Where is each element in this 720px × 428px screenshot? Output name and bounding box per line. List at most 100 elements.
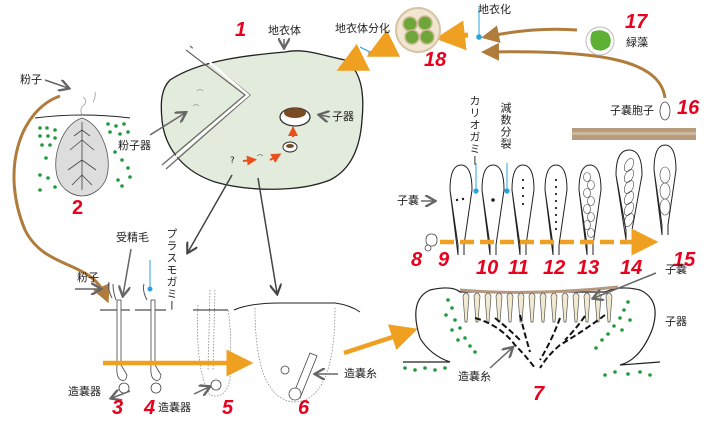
pycnidium-mark	[196, 89, 204, 92]
green-dot	[44, 156, 48, 160]
developing-spore	[587, 196, 595, 206]
label-conidium-left: 粉子	[77, 271, 99, 284]
photobiont-dots	[38, 122, 132, 192]
green-dot	[413, 368, 417, 372]
green-dot	[450, 306, 454, 310]
green-dot	[450, 328, 454, 332]
green-alga	[585, 26, 615, 56]
mature-ascospore	[659, 198, 671, 216]
label-conidium-top: 粉子	[20, 73, 42, 86]
ascus-in-hymenium	[583, 292, 591, 323]
label-ascogonium-5: 造嚢器	[158, 401, 191, 414]
stage-number-17: 17	[625, 11, 648, 33]
green-dot	[458, 326, 462, 330]
plasmogamy-pointer	[188, 174, 233, 252]
ascospore-in-ascus	[624, 180, 634, 194]
development-pointer	[257, 177, 277, 293]
label-plasmogamy: プラスモガミー	[165, 228, 178, 312]
ascus-in-hymenium	[517, 292, 525, 323]
ascogonium-5	[197, 289, 232, 397]
stage-number-11: 11	[508, 257, 529, 279]
ascus-in-hymenium	[462, 292, 470, 323]
green-dot	[606, 332, 610, 336]
nucleus	[554, 213, 558, 217]
green-dot	[40, 143, 44, 147]
trichogyne-pointer	[123, 248, 132, 295]
ascus-in-hymenium	[561, 292, 569, 323]
nucleus	[521, 194, 525, 198]
ascus-outline	[578, 164, 602, 256]
green-dot	[122, 122, 126, 126]
nucleus	[521, 202, 525, 206]
label-pycnidium: 粉子器	[118, 139, 151, 152]
differentiation-marker	[368, 51, 374, 57]
stage-number-5: 5	[222, 397, 234, 419]
green-dot	[53, 128, 57, 132]
green-dot	[120, 158, 124, 162]
ascus-7-pointer	[594, 272, 657, 298]
green-dot	[603, 373, 607, 377]
green-dot	[38, 188, 42, 192]
green-dot	[473, 350, 477, 354]
green-dot	[126, 166, 130, 170]
lichenization-orange-arrow	[435, 20, 469, 51]
stage-number-13: 13	[577, 257, 600, 279]
developing-spore	[587, 212, 595, 222]
apothecium-pointer	[320, 115, 331, 117]
label-question-mark: ?	[230, 156, 235, 166]
ascus-stage	[544, 164, 568, 256]
pycnidium-pointer	[149, 113, 185, 136]
stage-number-4: 4	[144, 397, 156, 419]
green-dot	[628, 318, 632, 322]
developing-spore	[583, 220, 591, 230]
development-arrow	[242, 155, 257, 166]
stage-number-6: 6	[298, 397, 310, 419]
developing-spore	[587, 228, 595, 238]
nucleus	[554, 206, 558, 210]
conidium-pointer	[44, 79, 68, 88]
green-dot	[443, 366, 447, 370]
green-dot	[46, 176, 50, 180]
ascogonium-3	[107, 281, 130, 394]
stage-number-3: 3	[112, 397, 124, 419]
stage-number-7: 7	[533, 383, 545, 405]
nucleus	[461, 197, 465, 201]
green-dot	[128, 175, 132, 179]
ascus-outline	[511, 164, 535, 256]
green-dot	[38, 134, 42, 138]
green-dot	[423, 366, 427, 370]
ascus-in-hymenium	[506, 292, 514, 323]
asci-row	[462, 292, 613, 323]
conidium-dispersal-arrow	[12, 94, 110, 304]
stage-number-12: 12	[543, 257, 566, 279]
green-dot	[106, 122, 110, 126]
label-lichenization: 地衣化	[478, 3, 511, 16]
green-dot	[613, 370, 617, 374]
apothecium-small	[282, 141, 298, 153]
ascus-in-hymenium	[528, 292, 536, 323]
label-ascogenous-hyphae-7: 造嚢糸	[458, 370, 491, 383]
developing-spore	[583, 188, 591, 198]
ascospore	[659, 101, 671, 121]
label-apothecium: 子器	[665, 315, 687, 328]
differentiation-arrow-1	[366, 29, 401, 57]
green-dot	[622, 308, 626, 312]
ascus-outline	[544, 164, 568, 256]
green-dot	[626, 300, 630, 304]
stage-number-16: 16	[677, 97, 700, 119]
hyphae-7-pointer	[489, 348, 512, 369]
green-dot	[594, 346, 598, 350]
green-dot	[38, 173, 42, 177]
ascus-in-hymenium	[550, 292, 558, 323]
early-ascocarp-mark	[256, 154, 264, 157]
stage-number-18: 18	[424, 49, 447, 71]
spore-to-lichenization-arrow	[481, 42, 667, 99]
green-dot	[444, 313, 448, 317]
label-meiosis: 減数分裂	[499, 102, 512, 150]
nucleus	[554, 178, 558, 182]
green-dot	[53, 136, 57, 140]
green-dot	[446, 298, 450, 302]
ascus-stage	[653, 144, 677, 236]
early-thallus	[395, 7, 441, 53]
ascogonium-4	[142, 260, 162, 394]
